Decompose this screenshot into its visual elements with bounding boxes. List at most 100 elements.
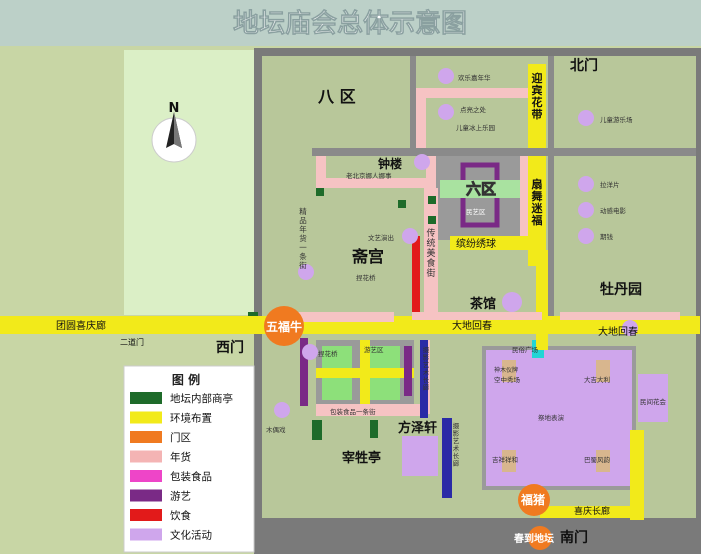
baozhuang-street bbox=[316, 404, 428, 416]
pink-road-strip-3 bbox=[560, 312, 680, 320]
youyi-bar bbox=[300, 338, 308, 406]
vertical-label-jingpin: 精品年货一条街 bbox=[299, 206, 307, 270]
label-baozhuang: 包装食品一条街 bbox=[330, 407, 376, 416]
zhaigong-pink-top bbox=[316, 178, 428, 188]
minjian-block bbox=[638, 374, 668, 422]
label-dianliang: 点亮之处 bbox=[460, 105, 487, 114]
sheying-bar bbox=[442, 418, 452, 498]
culture-marker bbox=[438, 104, 454, 120]
legend-swatch bbox=[130, 470, 162, 482]
vertical-label-sheying2: 摄影艺术长廊 bbox=[453, 421, 460, 468]
zhaigong-ground bbox=[316, 180, 428, 316]
yingbin-band bbox=[528, 64, 546, 148]
pink-corridor-8 bbox=[416, 88, 528, 98]
culture-marker bbox=[414, 154, 430, 170]
road-erdaomen: 二道门 bbox=[120, 337, 144, 347]
legend-label: 地坛内部商亭 bbox=[170, 392, 233, 405]
booth bbox=[312, 420, 322, 440]
compass: N bbox=[151, 101, 197, 163]
legend-label: 年货 bbox=[170, 451, 191, 464]
gate-south: 南门 bbox=[560, 529, 588, 546]
area-zhonglou: 钟楼 bbox=[378, 156, 402, 171]
label-bingshang: 儿童冰上乐园 bbox=[456, 123, 495, 132]
pink-road-strip bbox=[298, 312, 394, 322]
wall-divider-right bbox=[548, 56, 554, 316]
legend-label: 包装食品 bbox=[170, 470, 212, 483]
label-muou: 木偶戏 bbox=[266, 425, 286, 434]
gate-west: 西门 bbox=[216, 339, 244, 356]
booth bbox=[428, 216, 436, 224]
legend-swatch bbox=[130, 509, 162, 521]
yellow-connector bbox=[536, 250, 548, 320]
stall bbox=[596, 360, 610, 382]
label-paihua: 捏花桥 bbox=[318, 349, 338, 358]
pink-small bbox=[316, 156, 326, 182]
label-youyi: 游艺区 bbox=[364, 345, 384, 354]
youyi-green bbox=[370, 378, 400, 400]
west-inner-ground bbox=[262, 148, 312, 318]
wall-divider-mid bbox=[410, 56, 416, 156]
label-niehua: 捏花桥 bbox=[356, 273, 376, 282]
label-binfen: 缤纷绣球 bbox=[456, 237, 496, 250]
west-gate-marker bbox=[264, 306, 304, 346]
youyi-green bbox=[370, 346, 400, 368]
label-baojing: 期钱 bbox=[600, 232, 614, 241]
xiqing-band bbox=[540, 506, 644, 518]
area-6: 六区 bbox=[466, 180, 496, 198]
booth bbox=[316, 188, 324, 196]
culture-marker bbox=[622, 320, 638, 336]
area-zhaigong: 斋宫 bbox=[351, 247, 384, 266]
culture-marker bbox=[298, 264, 314, 280]
legend-swatch bbox=[130, 431, 162, 443]
road-xiqing: 喜庆长廊 bbox=[574, 505, 610, 517]
sheying-bar-2 bbox=[420, 340, 428, 418]
south-gate-marker bbox=[528, 526, 552, 550]
stall bbox=[596, 450, 610, 472]
wall-divider-top bbox=[262, 148, 696, 156]
culture-marker bbox=[274, 402, 290, 418]
west-green-area bbox=[124, 50, 254, 315]
gate-chunsong: 春到地坛 bbox=[514, 532, 554, 545]
youyi-green bbox=[322, 378, 352, 400]
legend-swatch bbox=[130, 450, 162, 463]
pink-corridor-8v bbox=[416, 88, 426, 148]
area-zaisheng: 宰牲亭 bbox=[342, 450, 381, 466]
xiqing-v bbox=[630, 430, 644, 520]
title-band bbox=[0, 0, 701, 46]
vertical-label-yingbin: 迎宾花带 bbox=[532, 71, 543, 121]
legend-label: 文化活动 bbox=[170, 529, 212, 542]
culture-marker bbox=[302, 344, 318, 360]
legend-swatch bbox=[130, 489, 162, 502]
stall bbox=[502, 450, 516, 472]
label-minsu: 民俗广场 bbox=[512, 345, 539, 354]
legend-swatch bbox=[130, 528, 162, 541]
culture-marker bbox=[578, 202, 594, 218]
youyi-yellow-h bbox=[316, 368, 414, 378]
food-stall-red bbox=[412, 236, 420, 312]
main-road bbox=[0, 316, 700, 334]
legend-swatch bbox=[130, 392, 162, 404]
fangzexuan-block bbox=[402, 436, 438, 476]
booth bbox=[428, 196, 436, 204]
label-daji: 大吉大利 bbox=[584, 375, 610, 384]
zone-6-green bbox=[440, 180, 520, 198]
legend-label: 饮食 bbox=[170, 509, 191, 522]
binfen-band bbox=[450, 236, 546, 250]
yellow-south bbox=[536, 320, 548, 350]
legend-label: 门区 bbox=[170, 431, 191, 444]
pink-road-strip-2 bbox=[412, 312, 542, 320]
label-jixiang: 吉祥祥和 bbox=[492, 455, 518, 464]
label-kongzhong: 空中秀场 bbox=[494, 375, 521, 384]
area-mudan: 牡丹园 bbox=[600, 281, 642, 298]
gate-fuzhu: 福猪 bbox=[520, 492, 545, 507]
legend-heading: 图 例 bbox=[172, 372, 200, 387]
stall bbox=[502, 360, 516, 382]
label-dongman: 动感电影 bbox=[600, 206, 627, 215]
youyi-green bbox=[322, 346, 352, 368]
road-tuanyuan: 团圆喜庆廊 bbox=[56, 319, 106, 332]
vertical-label-chuantong: 传统美食街 bbox=[426, 227, 435, 279]
area-fangzexuan: 方泽轩 bbox=[398, 420, 437, 436]
label-jiahua: 欢乐嘉年华 bbox=[458, 73, 491, 82]
label-laobeijing: 老北京娜人娜事 bbox=[346, 171, 392, 180]
